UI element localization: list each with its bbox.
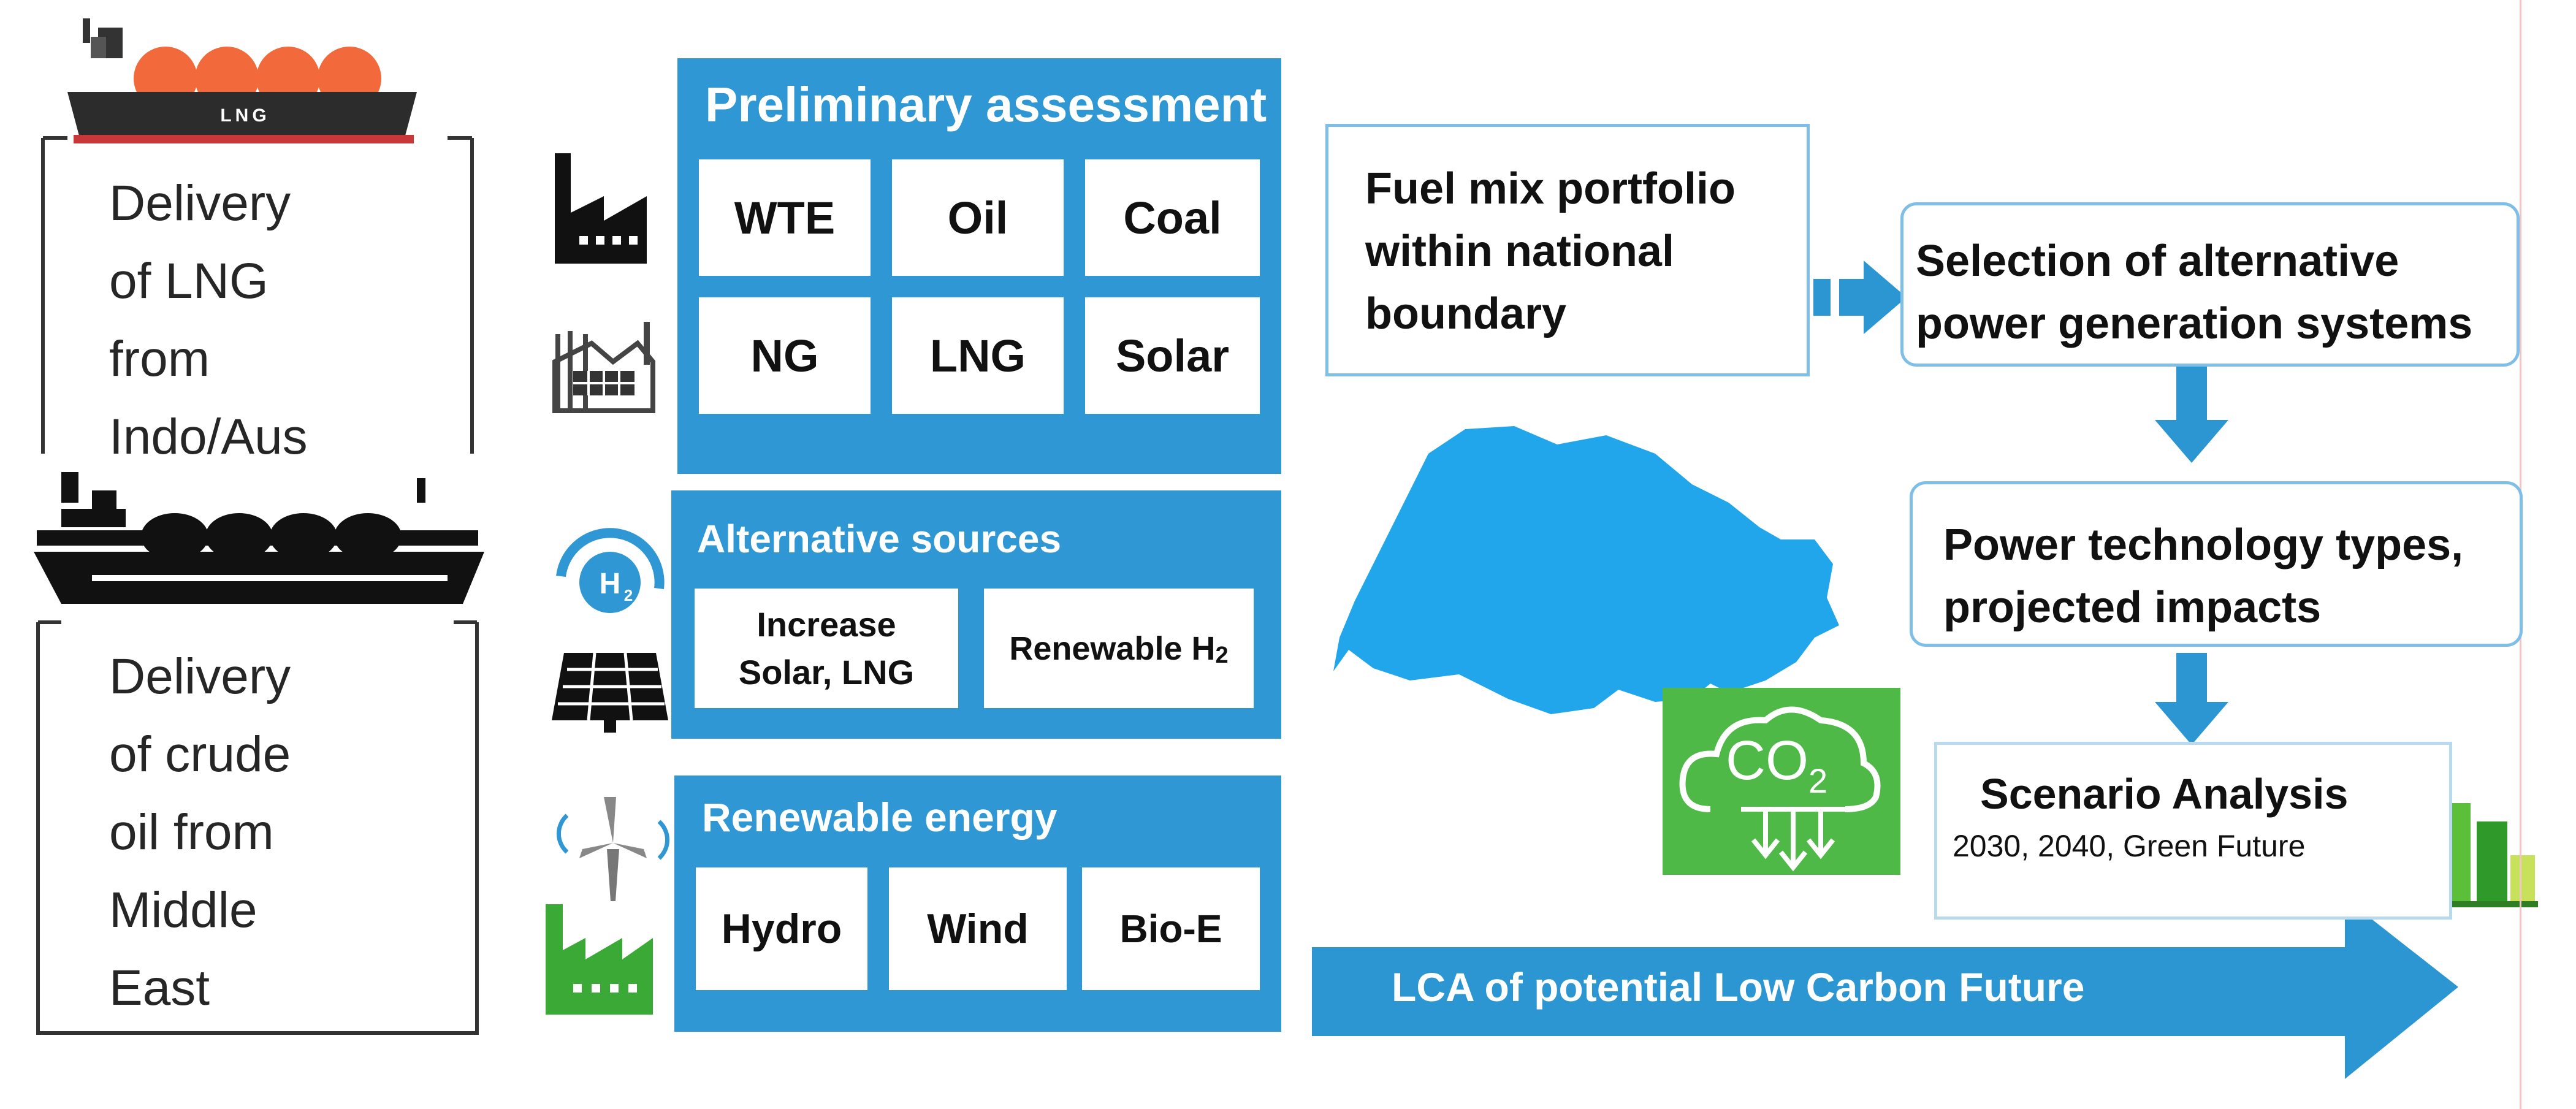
cell-coal: Coal [1085, 159, 1260, 276]
flow-arrow-down-2 [2155, 653, 2228, 745]
cell-wte: WTE [699, 159, 871, 276]
renewable-h2-subscript: 2 [1215, 642, 1229, 668]
cell-solar: Solar [1085, 297, 1260, 414]
lng-delivery-bracket [41, 136, 474, 454]
wind-turbine-icon [557, 797, 669, 901]
cell-ng: NG [699, 297, 871, 414]
lca-arrow [1312, 898, 2458, 1079]
crude-delivery-line: Middle [109, 882, 257, 938]
solar-panel-icon [552, 652, 668, 733]
fuel-mix-line: Fuel mix portfolio [1365, 164, 1736, 213]
selection-line: Selection of alternative [1916, 237, 2399, 286]
cell-lng: LNG [892, 297, 1064, 414]
lng-delivery-text: Delivery of LNG from Indo/Aus [109, 164, 308, 476]
selection-box: Selection of alternative power generatio… [1900, 202, 2520, 367]
factory-icon [555, 153, 647, 264]
co2-subscript: 2 [1808, 761, 1828, 800]
cell-oil: Oil [892, 159, 1064, 276]
crude-delivery-bracket [36, 620, 479, 1035]
crude-delivery-text: Delivery of crude oil from Middle East [109, 638, 291, 1027]
alternative-sources-panel: Alternative sources Increase Solar, LNG … [671, 490, 1281, 739]
lng-ship-label: LNG [220, 105, 270, 126]
singapore-map [1333, 426, 1839, 714]
co2-text: CO [1726, 730, 1808, 791]
flow-arrow-right [1813, 261, 1907, 334]
cell-wind: Wind [889, 867, 1067, 990]
scenario-analysis-box: Scenario Analysis 2030, 2040, Green Futu… [1934, 742, 2452, 920]
scenario-title: Scenario Analysis [1980, 770, 2349, 818]
co2-cloud-icon [1663, 688, 1900, 875]
green-factory-icon [546, 904, 653, 1015]
power-tech-line: Power technology types, [1943, 520, 2464, 570]
increase-line: Solar, LNG [738, 652, 915, 692]
fuel-mix-line: boundary [1365, 289, 1567, 338]
crude-delivery-line: East [109, 960, 210, 1016]
alternative-sources-title: Alternative sources [697, 517, 1062, 561]
lca-arrow-label: LCA of potential Low Carbon Future [1392, 964, 2085, 1010]
factory-outline-icon [552, 322, 655, 413]
svg-text:2: 2 [624, 586, 633, 604]
lng-delivery-line: Delivery [109, 175, 291, 231]
renewable-energy-title: Renewable energy [702, 795, 1057, 840]
increase-line: Increase [756, 604, 896, 644]
fuel-mix-line: within national [1365, 227, 1674, 276]
selection-line: power generation systems [1916, 299, 2473, 348]
svg-text:H: H [600, 568, 621, 600]
renewable-energy-panel: Renewable energy Hydro Wind Bio-E [674, 776, 1281, 1032]
lng-delivery-line: of LNG [109, 253, 269, 309]
cell-increase-solar-lng: Increase Solar, LNG [695, 589, 958, 708]
preliminary-assessment-title: Preliminary assessment [705, 77, 1267, 132]
co2-label: CO2 [1726, 730, 1827, 800]
power-tech-box: Power technology types, projected impact… [1910, 481, 2523, 647]
lng-delivery-line: Indo/Aus [109, 409, 308, 465]
crude-oil-ship-icon [34, 472, 484, 604]
power-tech-line: projected impacts [1943, 583, 2322, 632]
crude-delivery-line: Delivery [109, 649, 291, 704]
cell-hydro: Hydro [696, 867, 867, 990]
crude-delivery-line: of crude [109, 726, 291, 782]
cell-bio-e: Bio-E [1082, 867, 1260, 990]
preliminary-assessment-panel: Preliminary assessment WTE Oil Coal NG L… [677, 58, 1281, 474]
renewable-h2-label: Renewable H [1009, 630, 1216, 667]
lng-ship-icon [67, 18, 417, 143]
hydrogen-icon: H 2 [556, 528, 665, 613]
flow-arrow-down-1 [2155, 362, 2228, 463]
scenario-subtitle: 2030, 2040, Green Future [1953, 829, 2306, 863]
lng-delivery-line: from [109, 331, 210, 387]
fuel-mix-box: Fuel mix portfolio within national bound… [1325, 124, 1810, 376]
crude-delivery-line: oil from [109, 804, 274, 860]
